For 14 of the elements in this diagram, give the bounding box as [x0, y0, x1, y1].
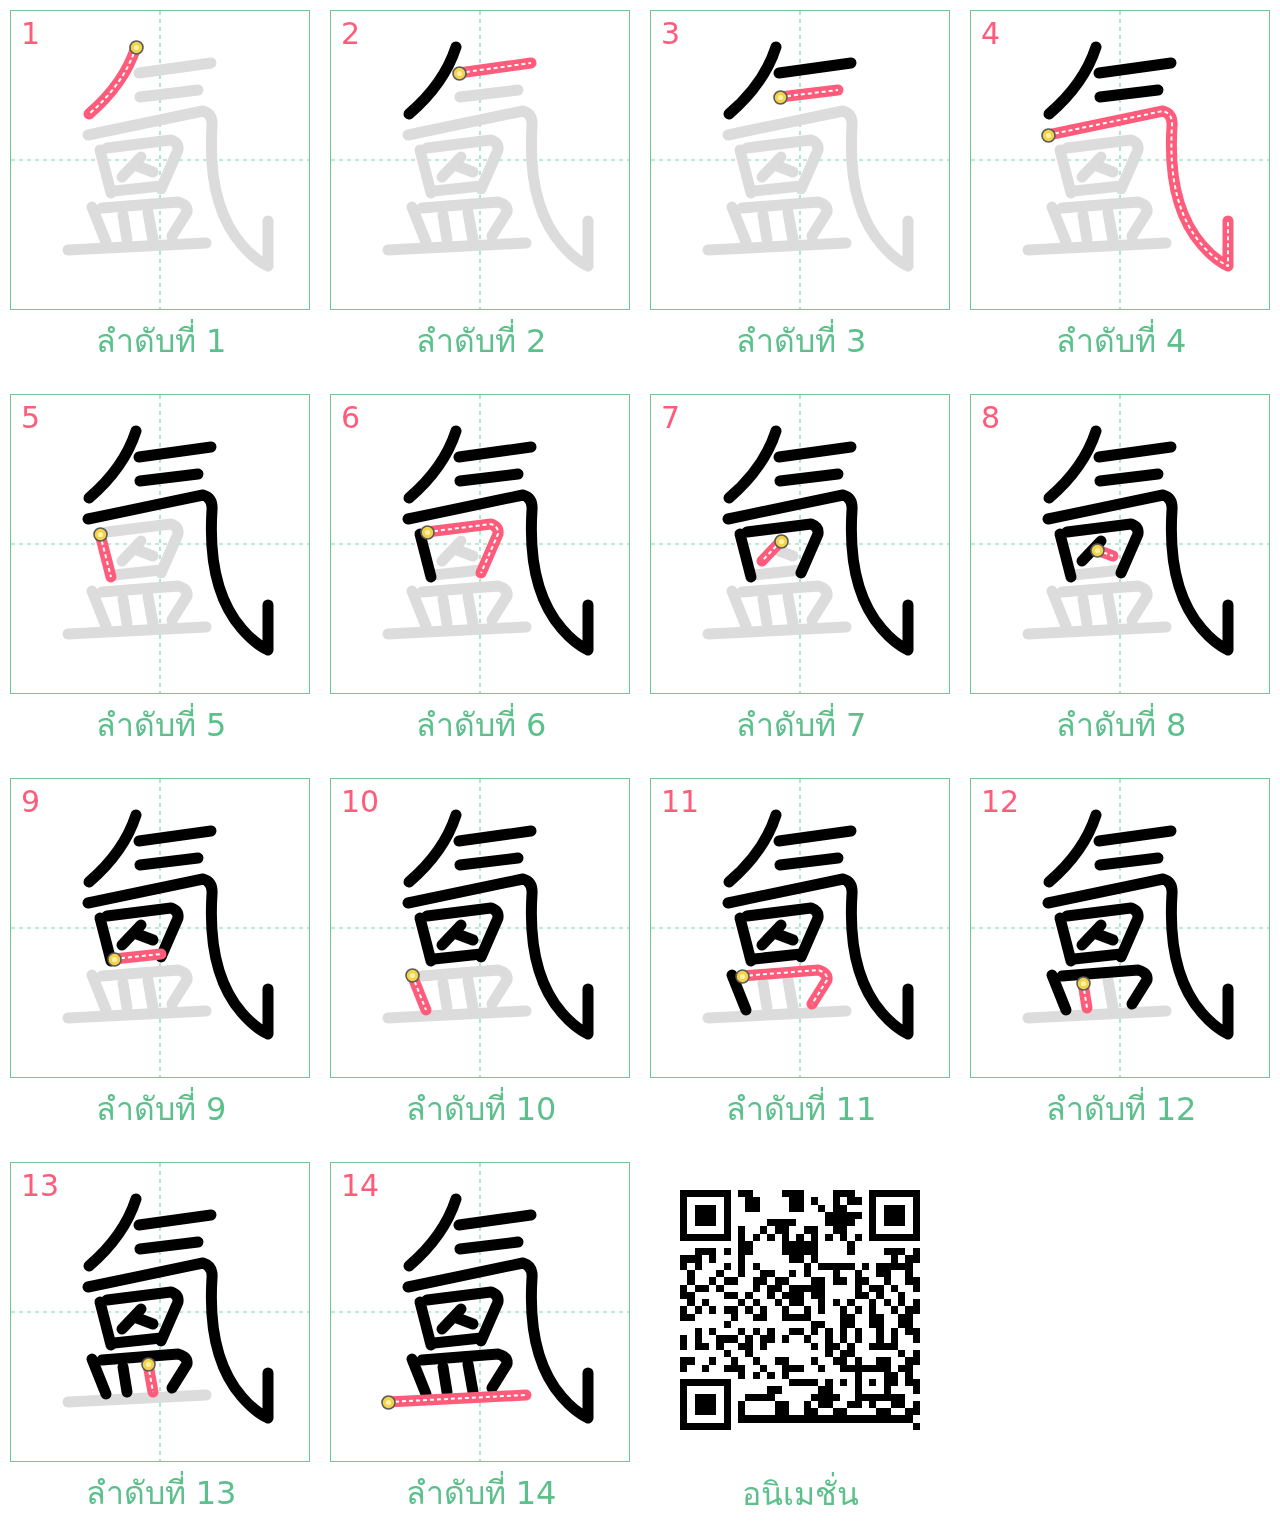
step-number: 8 — [981, 403, 1001, 433]
step-number: 10 — [341, 787, 380, 817]
step-number: 14 — [341, 1171, 380, 1201]
step-number: 4 — [981, 19, 1001, 49]
step-number: 7 — [661, 403, 681, 433]
step-number: 3 — [661, 19, 681, 49]
step-number: 13 — [21, 1171, 60, 1201]
step-number: 9 — [21, 787, 41, 817]
step-number: 1 — [21, 19, 41, 49]
step-number: 11 — [661, 787, 700, 817]
step-number: 6 — [341, 403, 361, 433]
step-number: 12 — [981, 787, 1020, 817]
step-number: 2 — [341, 19, 361, 49]
step-number: 5 — [21, 403, 41, 433]
